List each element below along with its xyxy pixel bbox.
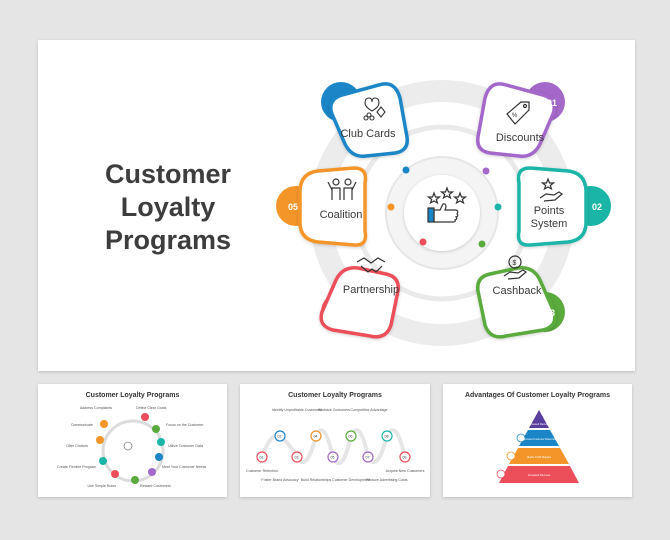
segment-number: 06	[335, 98, 345, 108]
slide-title: Customer Loyalty Programs	[78, 158, 258, 257]
title-line-3: Programs	[104, 225, 232, 255]
thumb2-number: 08	[385, 435, 389, 439]
points-hand-icon	[539, 177, 563, 202]
segment-card	[329, 82, 409, 158]
thumb1-label: Utilize Customer Data	[168, 444, 203, 448]
thumb2-label: Customer Development	[332, 478, 370, 482]
thumb2-number: 07	[366, 456, 370, 460]
thumb2-label: Acquire New Customers	[386, 469, 425, 473]
thumbnail-title: Advantages Of Customer Loyalty Programs	[464, 392, 611, 399]
title-line-2: Loyalty	[120, 192, 216, 222]
segment-discounts[interactable]: 01 % Discounts	[476, 82, 565, 158]
thumb1-label: Create Flexible Program	[57, 465, 96, 469]
thumb1-label: Address Complaints	[80, 406, 112, 410]
pyramid-label: Higher Profit Margins	[527, 455, 552, 459]
segment-number: 05	[288, 202, 298, 212]
segment-cashback[interactable]: 03 $ Cashback	[476, 255, 565, 339]
thumbnail-slide-3[interactable]: Advantages Of Customer Loyalty Programs …	[443, 384, 632, 497]
pyramid-label: Improved Customer Retention	[522, 437, 557, 441]
thumb2-number: 04	[314, 435, 318, 439]
pyramid-tier-1	[529, 410, 549, 428]
segment-partnership[interactable]: 04 Partnership	[319, 257, 400, 339]
thumb1-label: Define Clear Goals	[136, 406, 167, 410]
thumb2-number: 02	[278, 435, 282, 439]
thumb1-label: Meet Your Customer Needs	[162, 465, 206, 469]
thumb1-label: Focus on the Customer	[166, 423, 204, 427]
thumb2-number: 01	[260, 456, 264, 460]
thumb2-number: 06	[349, 435, 353, 439]
segment-number: 04	[330, 308, 340, 318]
thumb2-number: 03	[295, 456, 299, 460]
people-group-icon	[327, 178, 357, 200]
thumbs-up-stars-icon	[426, 186, 468, 223]
thumb1-label: Use Simple Rules	[87, 484, 116, 488]
thumb1-label: Offer Choices	[66, 444, 88, 448]
segment-card	[298, 166, 368, 247]
segment-label: Discounts	[496, 132, 545, 144]
thumbnail-title: Customer Loyalty Programs	[85, 392, 180, 399]
thumb2-label: Identify Unprofitable Customers	[272, 408, 323, 412]
segment-card	[476, 266, 557, 339]
card-suits-icon	[363, 97, 386, 121]
discount-tag-icon: %	[506, 101, 530, 125]
pyramid-label: Increased Revenue	[528, 473, 551, 477]
segment-club-cards[interactable]: 06 Club Cards	[321, 82, 409, 158]
thumb2-label: Winback Customers	[318, 408, 350, 412]
segment-coalition[interactable]: 05 Coalition	[276, 166, 368, 247]
handshake-icon	[356, 257, 386, 273]
segment-card	[476, 82, 556, 158]
ring-dots	[387, 166, 502, 248]
segment-label: Cashback	[493, 285, 542, 297]
segment-number: 03	[545, 308, 555, 318]
loyalty-cycle-diagram: 01 % Discounts 02 Points System 03	[276, 80, 611, 346]
center-circle	[404, 175, 480, 251]
segment-points-system[interactable]: 02 Points System	[516, 166, 611, 247]
thumbnail-2-diagram: 01 02 03 04 05 06 07 08 09 Identify Unpr…	[246, 408, 425, 482]
thumbnail-title: Customer Loyalty Programs	[288, 392, 382, 399]
segment-label: Partnership	[343, 284, 399, 296]
segment-number: 01	[547, 98, 557, 108]
segment-label-line-2: System	[531, 218, 568, 230]
pyramid-tier-3	[509, 448, 569, 464]
thumbnail-3-pyramid: Increased Revenue Improved Customer Rete…	[496, 410, 579, 483]
pyramid-tier-4	[499, 466, 579, 483]
segment-label: Coalition	[320, 209, 363, 221]
thumbnail-slide-2[interactable]: Customer Loyalty Programs 01 02 03 04 05…	[240, 384, 430, 497]
thumb1-label: Communicate	[71, 423, 93, 427]
thumb2-number: 05	[331, 456, 335, 460]
svg-text:$: $	[513, 260, 517, 267]
main-slide[interactable]: Customer Loyalty Programs	[38, 40, 635, 371]
thumb2-label: Competitive Advantage	[351, 408, 388, 412]
segment-card	[516, 166, 588, 247]
thumb2-label: Build Relationships	[301, 478, 332, 482]
segment-label: Club Cards	[340, 128, 396, 140]
title-line-1: Customer	[104, 159, 232, 189]
thumb2-label: Customer Retention	[246, 469, 278, 473]
svg-text:%: %	[512, 113, 518, 119]
thumb2-number: 09	[403, 456, 407, 460]
thumbnail-1-diagram: Address Complaints Communicate Offer Cho…	[57, 406, 206, 488]
thumbnail-slide-1[interactable]: Customer Loyalty Programs Address Compla…	[38, 384, 227, 497]
cashback-hand-icon: $	[503, 255, 527, 280]
segment-number: 02	[592, 202, 602, 212]
pyramid-label: Increased Revenue	[528, 422, 551, 426]
segment-label-line-1: Points	[534, 205, 565, 217]
thumb2-label: Foster Brand Advocacy	[261, 478, 298, 482]
thumb2-label: Reduce Advertising Costs	[366, 478, 407, 482]
pyramid-tier-2	[519, 430, 559, 446]
thumb1-label: Reward Customers	[140, 484, 171, 488]
segment-card	[319, 266, 400, 339]
